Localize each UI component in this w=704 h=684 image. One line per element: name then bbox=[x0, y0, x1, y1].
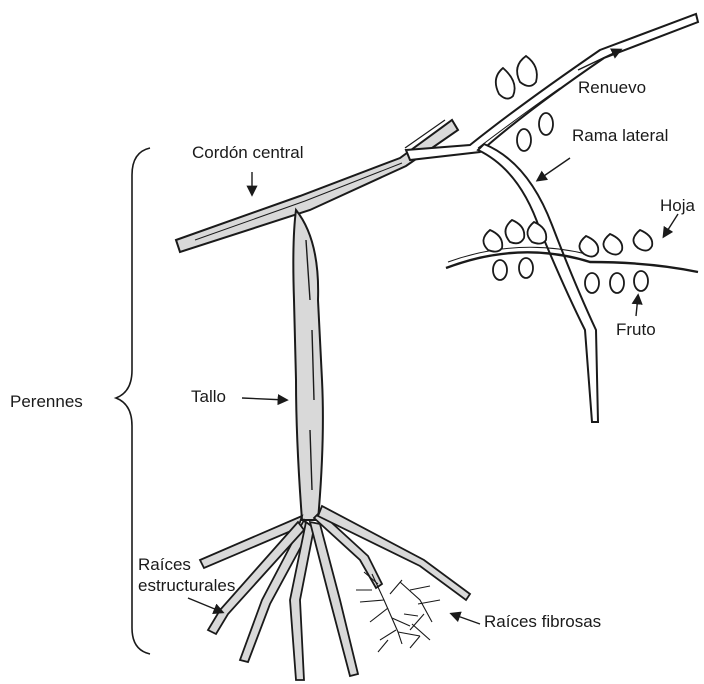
label-tallo: Tallo bbox=[191, 387, 226, 407]
rama-lateral bbox=[478, 144, 598, 422]
label-raices-estructurales-line1: Raíces bbox=[138, 555, 191, 575]
label-raices-estructurales-line2: estructurales bbox=[138, 576, 235, 596]
fruiting-cane bbox=[446, 247, 698, 272]
label-rama-lateral: Rama lateral bbox=[572, 126, 668, 146]
raices-estructurales bbox=[200, 506, 470, 680]
raices-fibrosas bbox=[356, 572, 440, 652]
cordon-central bbox=[176, 120, 458, 252]
label-perennes: Perennes bbox=[10, 392, 83, 412]
label-hoja: Hoja bbox=[660, 196, 695, 216]
tallo-trunk bbox=[293, 210, 323, 520]
label-fruto: Fruto bbox=[616, 320, 656, 340]
label-renuevo: Renuevo bbox=[578, 78, 646, 98]
label-raices-fibrosas: Raíces fibrosas bbox=[484, 612, 601, 632]
label-cordon-central: Cordón central bbox=[192, 143, 304, 163]
